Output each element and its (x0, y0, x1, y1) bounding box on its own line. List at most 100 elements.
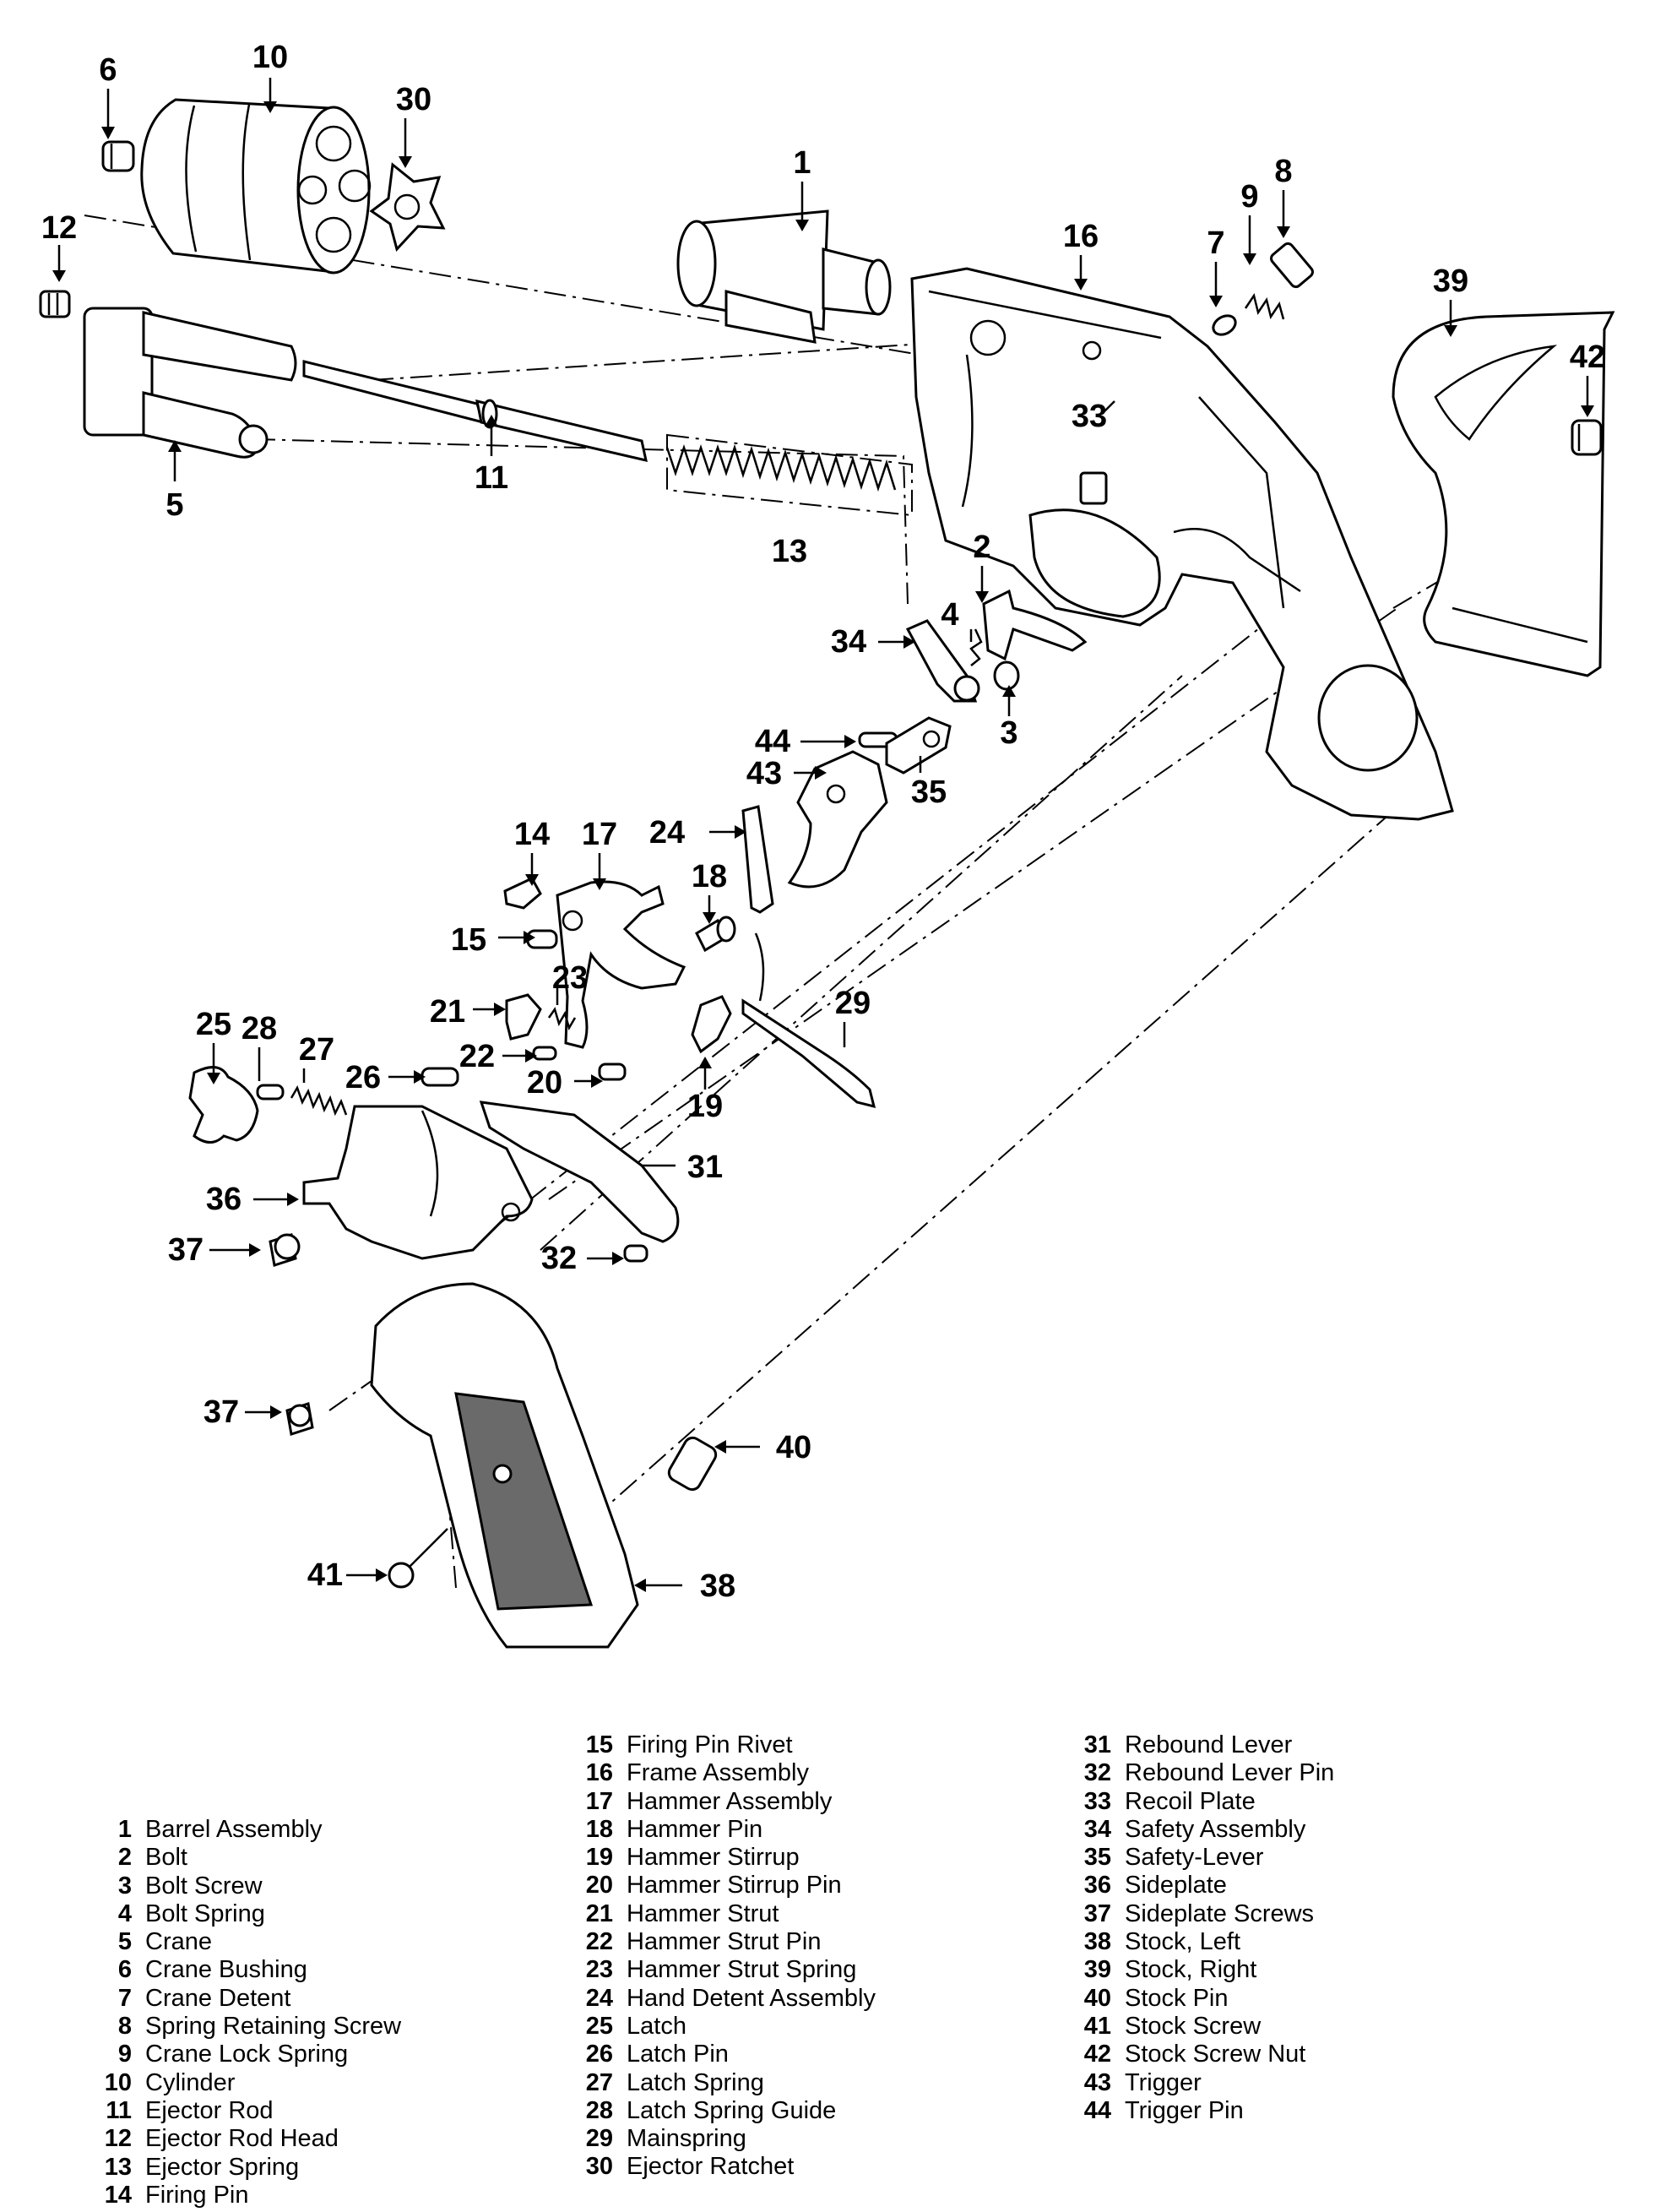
callout-38: 38 (700, 1568, 735, 1604)
legend-item: 40 Stock Pin (1055, 1985, 1334, 2013)
legend-item: 28 Latch Spring Guide (557, 2097, 876, 2125)
latch (188, 1066, 259, 1144)
legend-item-number: 16 (585, 1759, 613, 1787)
legend-item-number: 24 (585, 1984, 613, 2012)
bolt-spring (969, 628, 983, 666)
stock-right (1392, 311, 1615, 677)
callout-30: 30 (396, 82, 431, 117)
legend-item-name: Trigger Pin (1125, 2096, 1244, 2124)
legend-item-name: Hammer Stirrup Pin (627, 1872, 842, 1899)
sideplate-screw-lower (285, 1402, 314, 1436)
legend-item-name: Firing Pin Rivet (627, 1731, 793, 1758)
safety-lever (885, 716, 952, 774)
leader-arrows (52, 78, 1594, 1592)
legend-item-name: Crane (145, 1928, 212, 1956)
callout-3: 3 (1000, 715, 1017, 751)
callout-23: 23 (552, 960, 588, 996)
callout-1: 1 (793, 145, 811, 181)
stock-screw (388, 1528, 448, 1589)
legend-item-name: Latch Pin (627, 2041, 729, 2068)
legend-item-name: Stock Pin (1125, 1984, 1229, 2012)
legend-item-name: Ejector Ratchet (627, 2153, 795, 2181)
firing-pin (503, 877, 542, 910)
legend-item-name: Trigger (1125, 2068, 1202, 2096)
legend-item-name: Hammer Strut Pin (627, 1928, 822, 1956)
legend-item: 7 Crane Detent (76, 1985, 401, 2013)
legend-item-name: Hammer Pin (627, 1815, 763, 1843)
sideplate-screw-upper (269, 1233, 301, 1267)
legend-item-number: 26 (585, 2041, 613, 2068)
legend-item-number: 33 (1083, 1787, 1111, 1815)
legend-item: 16 Frame Assembly (557, 1759, 876, 1787)
callout-34: 34 (831, 624, 866, 660)
legend-item-number: 13 (104, 2153, 132, 2181)
callout-27: 27 (299, 1032, 334, 1068)
legend-item-number: 41 (1083, 2012, 1111, 2040)
legend-item-number: 22 (585, 1928, 613, 1956)
legend-item-name: Crane Detent (145, 1984, 291, 2012)
callout-25: 25 (196, 1007, 231, 1042)
stock-screw-nut (1571, 419, 1603, 456)
ejector-ratchet (369, 162, 446, 253)
legend-item-name: Ejector Spring (145, 2153, 300, 2181)
legend-item-name: Frame Assembly (627, 1759, 809, 1787)
legend-item-name: Crane Bushing (145, 1956, 307, 1984)
callout-13: 13 (772, 534, 807, 569)
ejector-rod-head (39, 290, 71, 318)
legend-item-number: 14 (104, 2181, 132, 2209)
legend-item-number: 21 (585, 1899, 613, 1927)
mainspring (741, 932, 876, 1109)
callout-17: 17 (582, 817, 617, 852)
callout-29: 29 (835, 986, 871, 1021)
callout-11: 11 (475, 460, 508, 496)
callout-15: 15 (451, 922, 486, 958)
callout-9: 9 (1240, 179, 1258, 215)
legend-item-name: Firing Pin (145, 2181, 249, 2209)
legend-item-name: Bolt Screw (145, 1872, 263, 1899)
spring-retaining-screw (1270, 242, 1314, 289)
callout-18: 18 (692, 859, 727, 894)
legend-item-name: Ejector Rod (145, 2096, 274, 2124)
latch-pin (421, 1067, 459, 1087)
hammer-strut-spring (547, 1007, 577, 1031)
legend-item-name: Hammer Strut (627, 1899, 779, 1927)
crane-lock-spring (1244, 292, 1285, 320)
callout-36: 36 (206, 1182, 241, 1217)
callout-20: 20 (527, 1065, 562, 1101)
legend-item-number: 1 (117, 1816, 132, 1843)
bolt (982, 589, 1088, 661)
legend-item-number: 31 (1083, 1731, 1111, 1758)
legend-item: 21 Hammer Strut (557, 1900, 876, 1928)
rebound-lever-pin (623, 1244, 648, 1263)
legend-item-number: 40 (1083, 1984, 1111, 2012)
legend-item-name: Latch Spring Guide (627, 2096, 837, 2124)
legend-item-name: Latch Spring (627, 2068, 764, 2096)
callout-40: 40 (776, 1430, 811, 1465)
hand-detent-assembly (741, 805, 774, 914)
legend-item-number: 28 (585, 2096, 613, 2124)
legend-item-name: Latch (627, 2012, 686, 2040)
safety-assembly (905, 619, 980, 703)
bolt-screw (993, 660, 1020, 691)
legend-item-number: 29 (585, 2125, 613, 2153)
legend-item-number: 10 (104, 2068, 132, 2096)
callout-labels: 1 2 3 4 5 6 7 8 9 10 11 12 13 14 15 16 1… (41, 40, 1605, 1604)
latch-spring-guide (256, 1084, 285, 1101)
legend-item-number: 7 (117, 1984, 132, 2012)
